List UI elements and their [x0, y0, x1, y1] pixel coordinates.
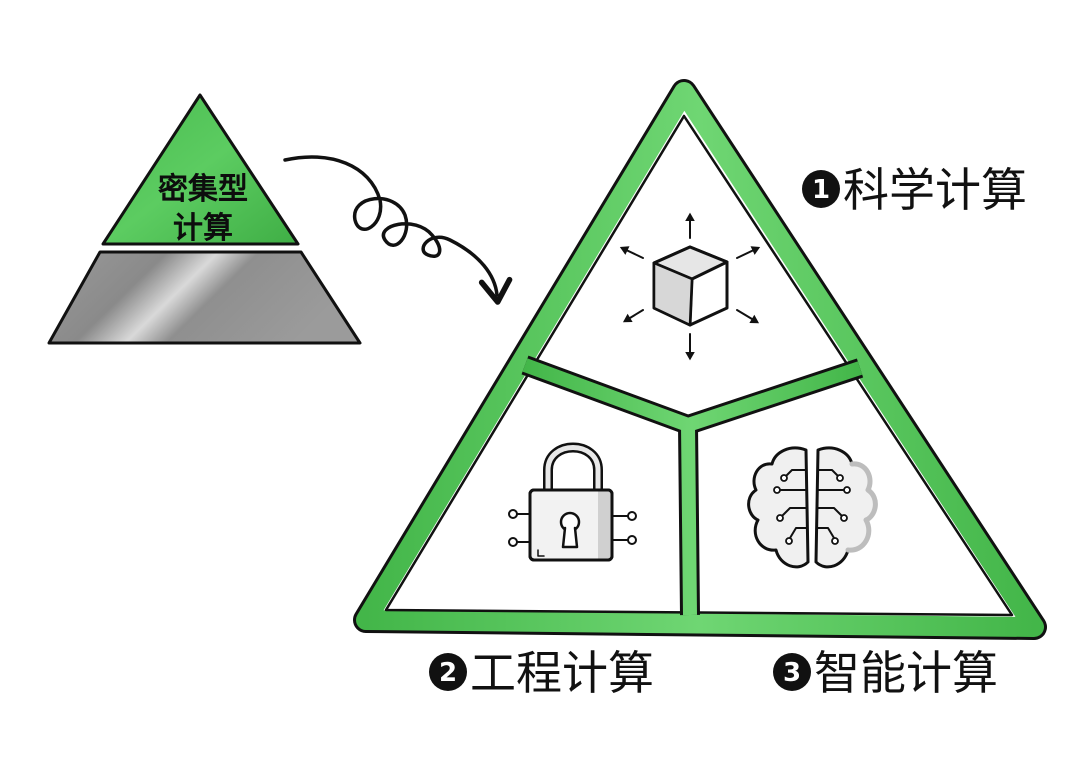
number-badge-2	[429, 653, 467, 691]
number-badge-2-text: 2	[439, 658, 457, 688]
triangle-dividers	[521, 355, 864, 616]
label-science: 1 科学计算	[802, 163, 1027, 217]
label-science-text: 科学计算	[843, 163, 1027, 217]
label-engineering: 2 工程计算	[429, 646, 654, 700]
curly-arrow	[283, 155, 513, 305]
number-badge-1	[802, 170, 840, 208]
label-engineering-text: 工程计算	[470, 646, 654, 700]
label-intelligence: 3 智能计算	[773, 646, 998, 700]
pyramid-top-green	[101, 93, 300, 246]
cube-expand-icon	[619, 212, 761, 361]
circuit-brain-icon	[747, 446, 878, 569]
pyramid-label-line1: 密集型	[158, 172, 248, 207]
number-badge-1-text: 1	[812, 175, 830, 205]
pyramid-label-line2: 计算	[173, 211, 233, 246]
small-pyramid: 密集型 计算	[47, 93, 362, 345]
circuit-lock-icon	[508, 442, 637, 562]
number-badge-3	[773, 653, 811, 691]
number-badge-3-text: 3	[783, 658, 801, 688]
pyramid-bottom-gray	[47, 250, 362, 345]
label-intelligence-text: 智能计算	[814, 646, 998, 700]
